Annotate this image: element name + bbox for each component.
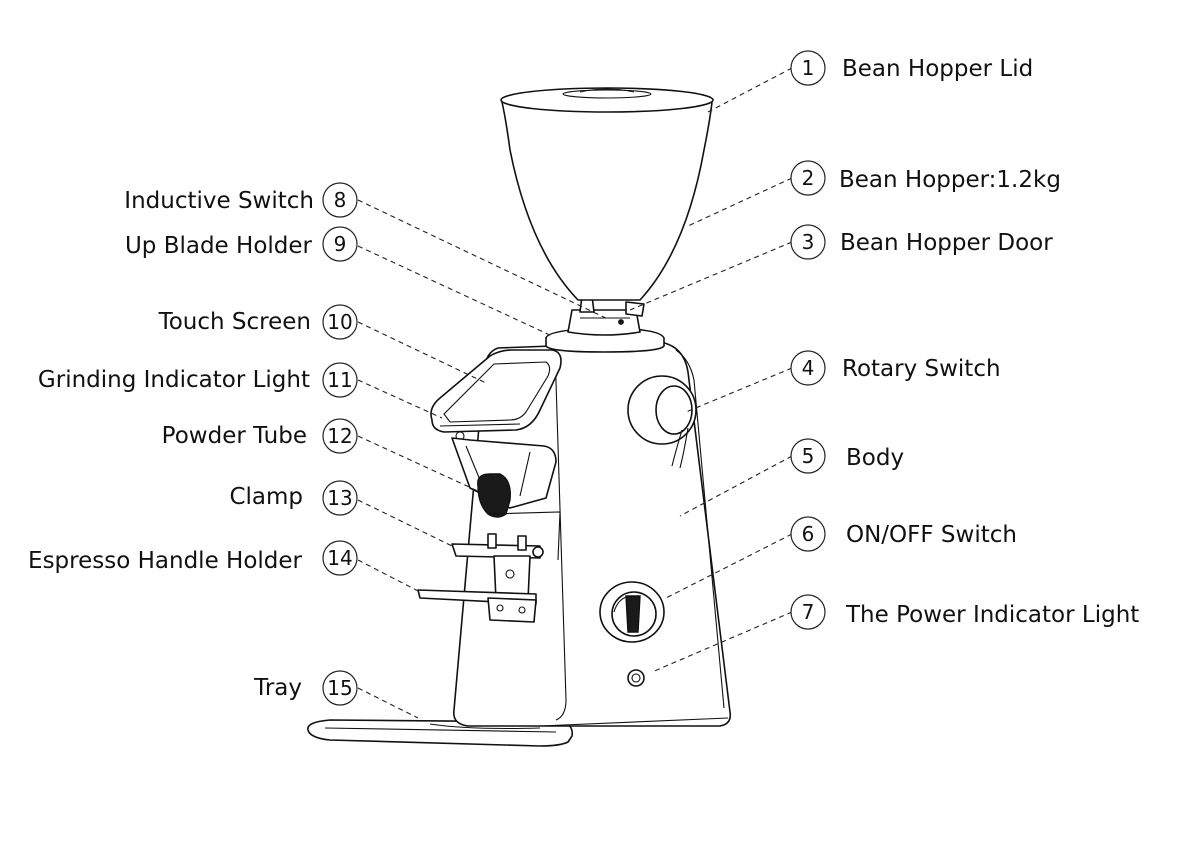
callout-number: 8 bbox=[334, 188, 347, 212]
callout-label: Up Blade Holder bbox=[125, 233, 313, 259]
leader-3 bbox=[629, 241, 793, 311]
callout-14: 14 Espresso Handle Holder bbox=[28, 540, 358, 576]
callout-label: ON/OFF Switch bbox=[846, 522, 1017, 548]
leader-15 bbox=[357, 687, 419, 719]
callout-label: Espresso Handle Holder bbox=[28, 548, 302, 574]
callout-11: 11 Grinding Indicator Light bbox=[38, 362, 358, 398]
callout-15: 15 Tray bbox=[253, 670, 358, 706]
callout-number: 2 bbox=[802, 166, 815, 190]
callout-7: 7 The Power Indicator Light bbox=[790, 594, 1139, 630]
leader-5 bbox=[679, 455, 793, 517]
callouts: 1 Bean Hopper Lid 2 Bean Hopper:1.2kg 3 … bbox=[28, 50, 1139, 706]
callout-label: Clamp bbox=[229, 484, 303, 510]
leader-8 bbox=[357, 199, 611, 321]
leader-2 bbox=[687, 177, 793, 227]
leader-9 bbox=[357, 245, 553, 337]
leader-1 bbox=[707, 67, 793, 113]
callout-number: 11 bbox=[327, 368, 352, 392]
power-indicator-drawing bbox=[627, 669, 645, 687]
callout-number: 6 bbox=[802, 522, 815, 546]
callout-number: 13 bbox=[327, 486, 352, 510]
callout-number: 7 bbox=[802, 600, 815, 624]
callout-number: 4 bbox=[802, 356, 815, 380]
touch-screen-drawing bbox=[430, 349, 562, 441]
rotary-switch-drawing bbox=[627, 375, 697, 469]
callout-label: Rotary Switch bbox=[842, 356, 1001, 382]
callout-label: Touch Screen bbox=[158, 309, 311, 335]
callout-1: 1 Bean Hopper Lid bbox=[790, 50, 1033, 86]
leader-6 bbox=[665, 533, 793, 599]
powder-tube-drawing bbox=[451, 437, 557, 518]
callout-label: Powder Tube bbox=[162, 423, 307, 449]
leader-14 bbox=[357, 559, 421, 593]
callout-number: 15 bbox=[327, 676, 352, 700]
callout-label: Bean Hopper:1.2kg bbox=[839, 167, 1061, 193]
callout-4: 4 Rotary Switch bbox=[790, 350, 1001, 386]
handle-holder-drawing bbox=[417, 511, 561, 623]
callout-number: 1 bbox=[802, 56, 815, 80]
leader-12 bbox=[357, 435, 481, 493]
callout-12: 12 Powder Tube bbox=[162, 418, 358, 454]
leader-7 bbox=[651, 611, 793, 673]
callout-9: 9 Up Blade Holder bbox=[125, 226, 358, 262]
callout-number: 14 bbox=[327, 546, 352, 570]
callout-number: 5 bbox=[802, 444, 815, 468]
up-blade-holder-drawing bbox=[545, 295, 665, 353]
callout-label: Inductive Switch bbox=[124, 188, 314, 214]
callout-5: 5 Body bbox=[790, 438, 904, 474]
callout-label: Grinding Indicator Light bbox=[38, 367, 310, 393]
callout-label: Tray bbox=[253, 675, 302, 701]
on-off-switch-drawing bbox=[599, 581, 665, 643]
leader-13 bbox=[357, 499, 453, 547]
callout-label: Body bbox=[846, 445, 904, 471]
grinder-illustration bbox=[307, 87, 732, 747]
callout-13: 13 Clamp bbox=[229, 480, 358, 516]
callout-label: The Power Indicator Light bbox=[845, 602, 1139, 628]
leader-lines bbox=[357, 67, 793, 719]
callout-number: 10 bbox=[327, 310, 352, 334]
callout-6: 6 ON/OFF Switch bbox=[790, 516, 1017, 552]
leader-11 bbox=[357, 379, 443, 419]
callout-2: 2 Bean Hopper:1.2kg bbox=[790, 160, 1061, 196]
callout-10: 10 Touch Screen bbox=[158, 304, 358, 340]
leader-10 bbox=[357, 321, 489, 385]
leader-4 bbox=[685, 367, 793, 413]
callout-number: 12 bbox=[327, 424, 352, 448]
callout-number: 9 bbox=[334, 232, 347, 256]
callout-label: Bean Hopper Door bbox=[840, 230, 1053, 256]
callout-label: Bean Hopper Lid bbox=[842, 56, 1033, 82]
callout-3: 3 Bean Hopper Door bbox=[790, 224, 1053, 260]
callout-8: 8 Inductive Switch bbox=[124, 182, 358, 218]
callout-number: 3 bbox=[802, 230, 815, 254]
bean-hopper-drawing bbox=[500, 87, 714, 301]
